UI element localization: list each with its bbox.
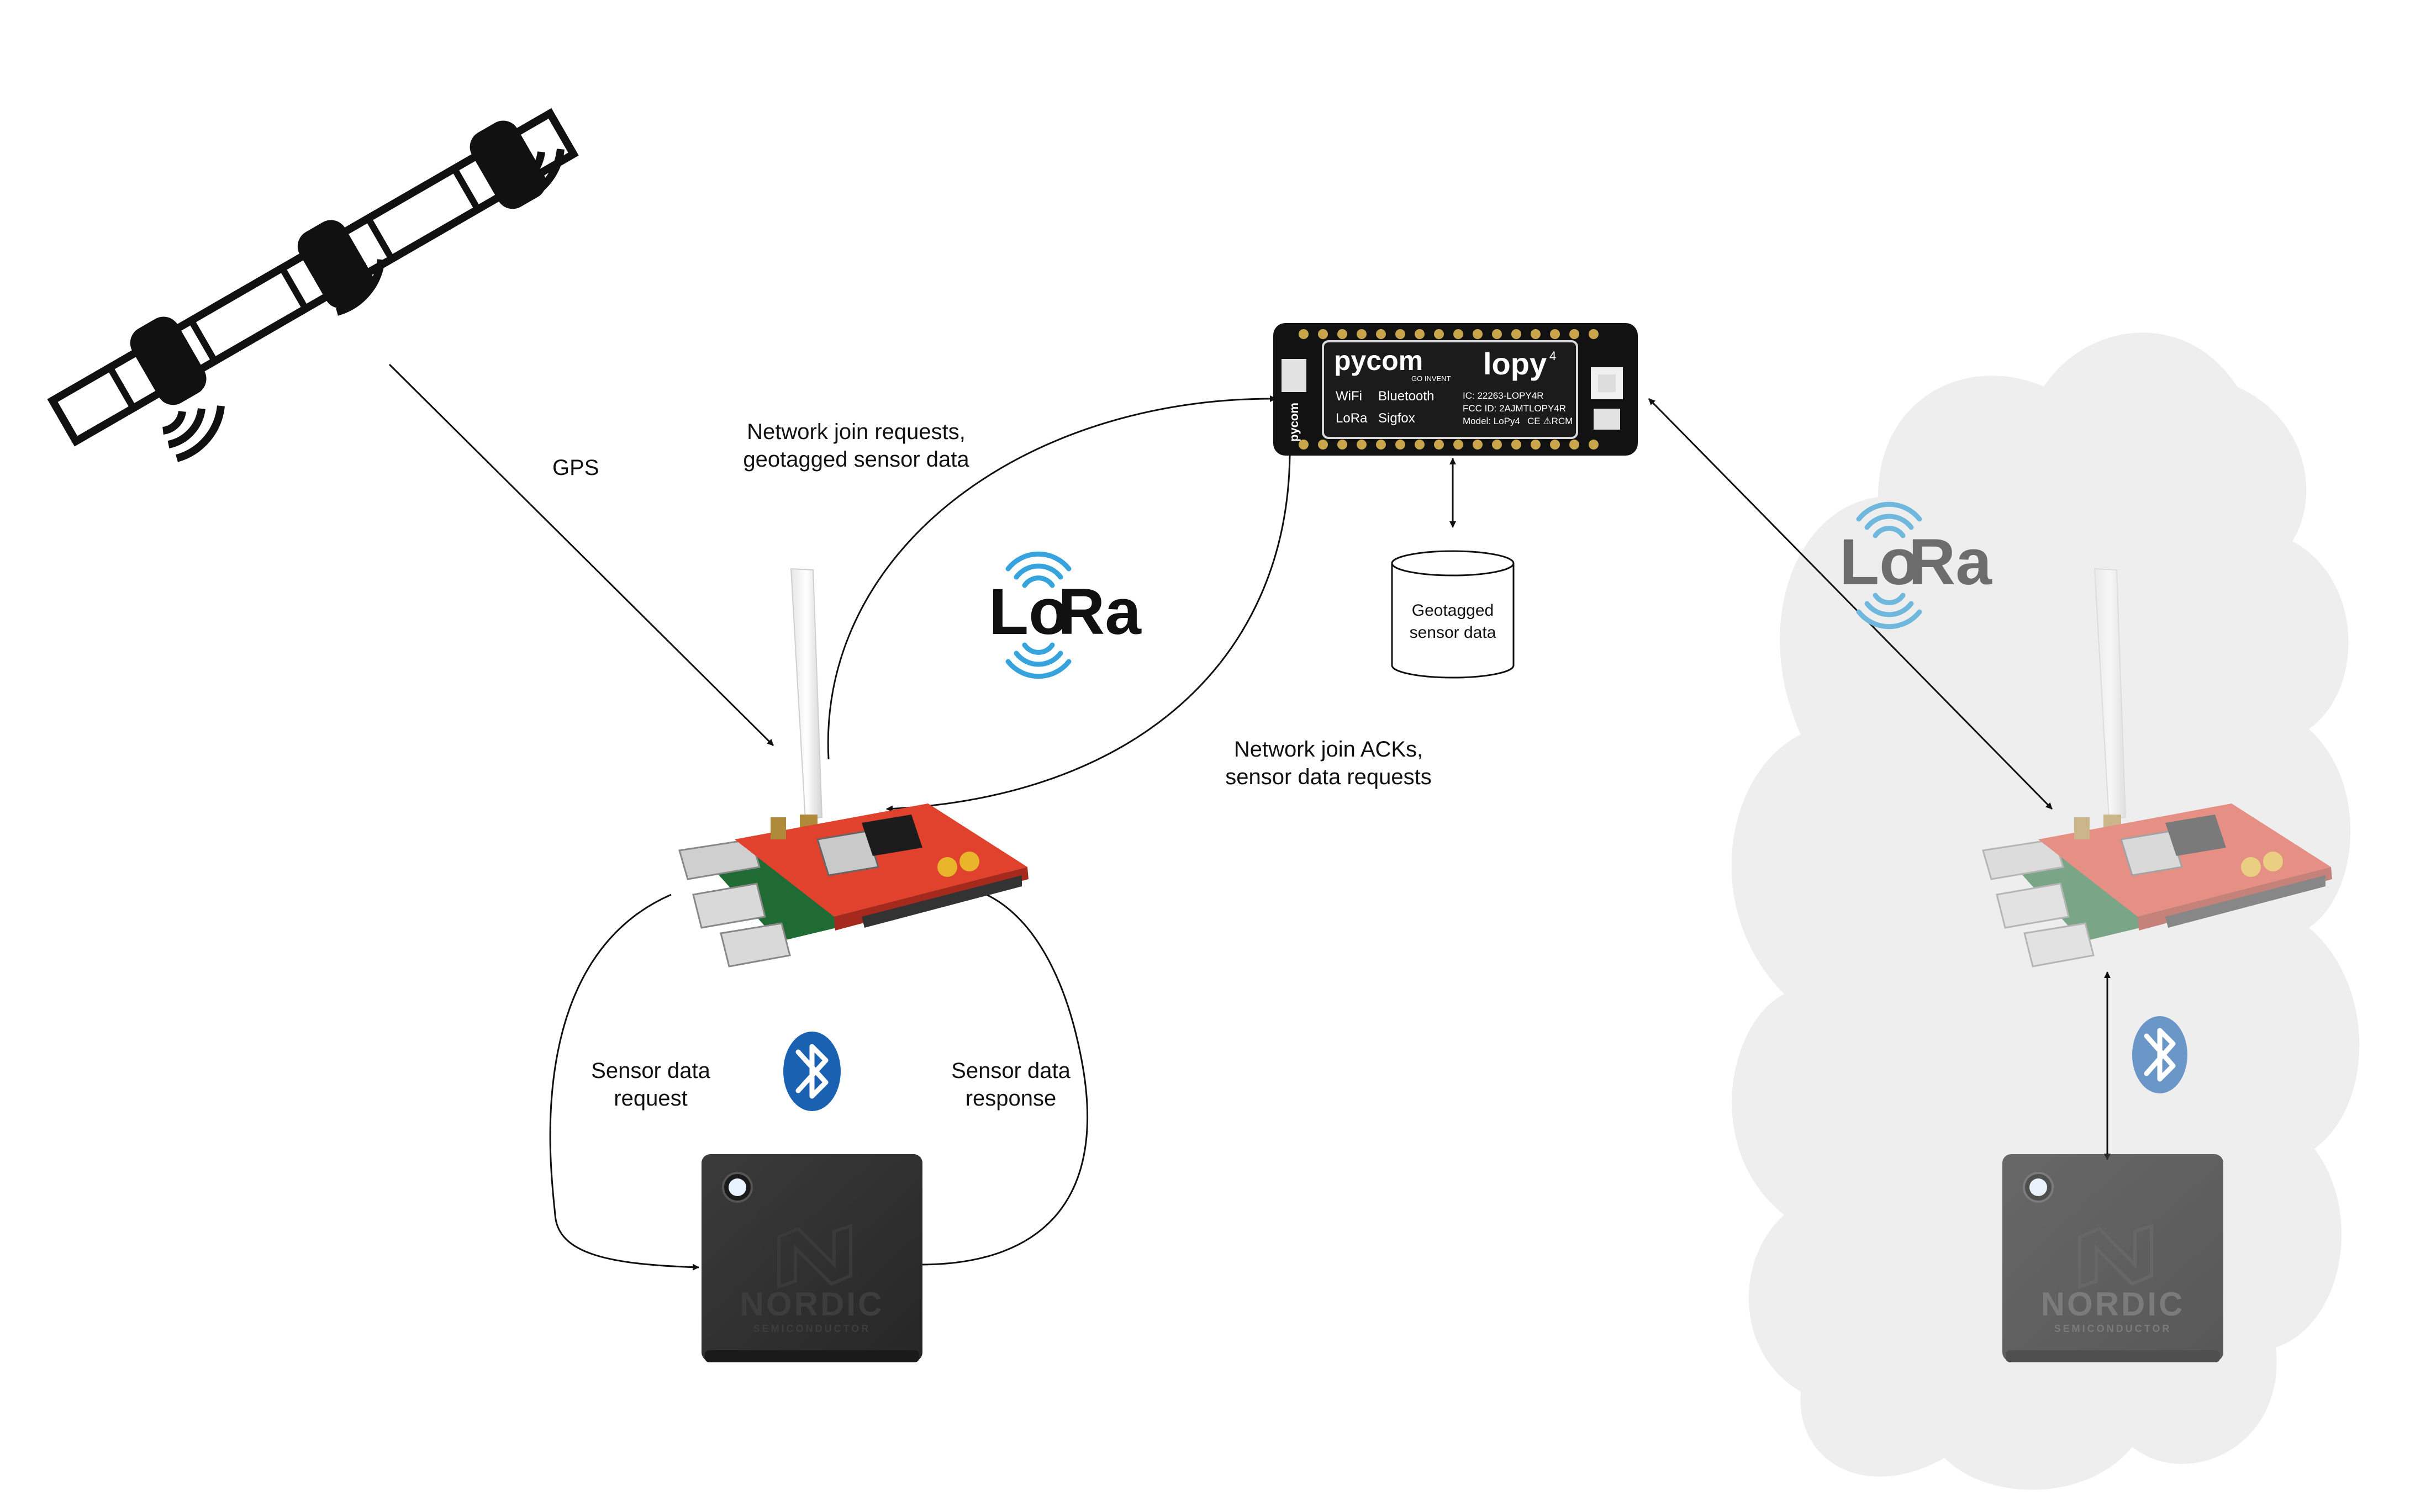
svg-text:pycom: pycom — [1334, 345, 1423, 376]
svg-text:SEMICONDUCTOR: SEMICONDUCTOR — [753, 1323, 871, 1334]
svg-text:NORDIC: NORDIC — [2041, 1286, 2185, 1323]
svg-text:SEMICONDUCTOR: SEMICONDUCTOR — [2054, 1323, 2172, 1334]
sensor-response-arrow — [919, 887, 1089, 1266]
svg-text:GO INVENT: GO INVENT — [1411, 374, 1451, 383]
svg-text:pycom: pycom — [1287, 403, 1301, 442]
join-acks-label-1: Network join ACKs, — [1234, 737, 1423, 762]
lora-logo-cloud: Lo Ra — [1839, 501, 1992, 630]
svg-text:Lo: Lo — [989, 575, 1068, 648]
sensor-response-label-1: Sensor data — [951, 1059, 1071, 1083]
svg-text:WiFi: WiFi — [1336, 389, 1362, 404]
svg-text:4: 4 — [1549, 349, 1556, 363]
lora-logo: Lo Ra — [989, 551, 1142, 679]
svg-text:Model: LoPy4: Model: LoPy4 — [1463, 416, 1520, 426]
svg-text:Geotagged: Geotagged — [1412, 601, 1494, 620]
sensor-request-label-1: Sensor data — [591, 1059, 710, 1083]
sensor-response-label-2: response — [966, 1086, 1057, 1111]
svg-text:lopy: lopy — [1483, 346, 1547, 381]
bluetooth-icon — [783, 1032, 841, 1111]
gps-arrow — [388, 363, 774, 747]
gps-label: GPS — [552, 456, 599, 480]
svg-text:Ra: Ra — [1058, 575, 1142, 648]
svg-text:Sigfox: Sigfox — [1378, 411, 1415, 426]
nordic-thingy: NORDIC SEMICONDUCTOR — [702, 1154, 922, 1362]
svg-text:Bluetooth: Bluetooth — [1378, 389, 1434, 404]
raspberry-pi-gateway — [678, 568, 1030, 968]
svg-text:IC: 22263-LOPY4R: IC: 22263-LOPY4R — [1463, 390, 1543, 401]
lora-uplink-arrow — [827, 395, 1277, 760]
database-icon: Geotagged sensor data — [1391, 550, 1515, 679]
svg-text:LoRa: LoRa — [1336, 411, 1368, 426]
lopy4-board: pycom GO INVENT lopy 4 WiFi Bluetooth Lo… — [1273, 323, 1638, 456]
svg-text:CE ⚠RCM: CE ⚠RCM — [1527, 416, 1573, 426]
svg-text:Ra: Ra — [1908, 526, 1992, 599]
svg-text:sensor data: sensor data — [1410, 623, 1496, 642]
join-acks-label-2: sensor data requests — [1225, 765, 1432, 789]
sensor-request-label-2: request — [614, 1086, 687, 1111]
join-requests-label-2: geotagged sensor data — [743, 447, 969, 472]
nordic-thingy-cloud: NORDIC SEMICONDUCTOR — [2002, 1154, 2223, 1362]
bluetooth-icon-cloud — [2132, 1016, 2187, 1093]
connectors — [388, 363, 2111, 1271]
join-requests-label-1: Network join requests, — [747, 420, 966, 444]
sensor-request-arrow — [549, 894, 699, 1271]
svg-text:NORDIC: NORDIC — [740, 1286, 884, 1323]
svg-text:Lo: Lo — [1839, 526, 1919, 599]
satellite-icon — [47, 108, 579, 458]
cloud-lora-arrow — [1648, 398, 2053, 810]
svg-text:FCC ID: 2AJMTLOPY4R: FCC ID: 2AJMTLOPY4R — [1463, 403, 1566, 414]
lora-downlink-arrow — [886, 455, 1291, 812]
